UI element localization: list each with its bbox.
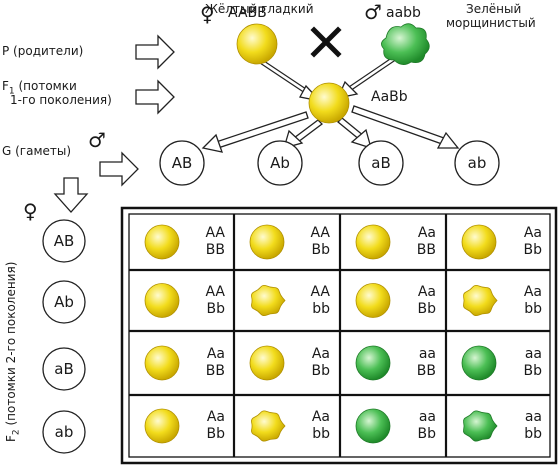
genotype-r1-c3-b: BB (416, 242, 436, 258)
genotype-r4-c2-b: bb (312, 426, 330, 442)
genotype-r2-c3-a: Aa (417, 283, 436, 300)
genotype-r3-c4-a: aa (524, 346, 542, 362)
genotype-r1-c1-a: AA (205, 225, 225, 241)
male-parent-genotype: aabb (386, 5, 421, 21)
male-parent-description-1: Зелёный (466, 2, 522, 16)
genotype-r4-c3-a: aa (418, 409, 436, 425)
genotype-r4-c3-b: Bb (417, 426, 437, 442)
pea-r4-c1 (144, 408, 180, 444)
genotype-r4-c1-b: Bb (206, 426, 226, 442)
pea-r3-c2 (249, 345, 285, 381)
female-parent-pea (236, 23, 278, 65)
genotype-r4-c4-a: aa (524, 409, 542, 425)
p-row-label: P (родители) (2, 44, 84, 58)
male-parent-pea (381, 23, 430, 65)
g-row-label: G (гаметы) (2, 144, 72, 158)
female-gamete-3: aB (54, 360, 74, 378)
genotype-r3-c3-a: aa (418, 346, 436, 362)
punnett-grid (120, 206, 558, 465)
male-symbol-gametes: ♂ (88, 128, 106, 152)
pea-r1-c4 (461, 224, 497, 260)
male-gamete-2: Ab (270, 154, 290, 172)
pea-r3-c4 (461, 345, 497, 381)
pea-r3-c3 (355, 345, 391, 381)
genotype-r3-c4-b: Bb (523, 363, 543, 379)
f1-pea (308, 82, 350, 124)
genotype-r2-c4-a: Aa (523, 283, 542, 300)
f1-row-label: F1 (потомки (2, 79, 77, 97)
genotype-r3-c2-a: Aa (311, 346, 330, 362)
genotype-r3-c1-b: BB (205, 363, 225, 379)
pea-r1-c3 (355, 224, 391, 260)
pea-r4-c2 (251, 410, 286, 442)
pea-r2-c4 (463, 284, 498, 317)
genotype-r1-c3-a: Aa (417, 225, 436, 241)
pea-r2-c1 (144, 283, 180, 318)
female-gamete-1: AB (53, 232, 75, 250)
pea-r4-c3 (355, 408, 391, 444)
genotype-r1-c2-a: AA (310, 225, 330, 241)
genotype-r4-c1-a: Aa (206, 409, 225, 425)
cross-sign (310, 26, 342, 58)
genotype-r1-c4-b: Bb (523, 242, 543, 258)
f2-row-label: F2 (потомки 2-го поколения) (4, 261, 22, 442)
genotype-r3-c2-b: Bb (311, 363, 331, 379)
pea-r2-c3 (355, 283, 391, 318)
female-symbol-parent: ♀ (200, 2, 215, 26)
pea-r4-c4 (463, 410, 498, 442)
pea-r1-c1 (144, 224, 180, 260)
down-arrow (53, 177, 89, 213)
pea-r3-c1 (144, 345, 180, 381)
p-row-arrow (135, 34, 175, 70)
female-symbol-gametes: ♀ (23, 199, 38, 223)
genotype-r4-c2-a: Aa (311, 409, 330, 425)
genotype-r2-c3-b: Bb (417, 300, 437, 317)
genotype-r3-c1-a: Aa (206, 346, 225, 362)
genotype-r2-c4-b: bb (524, 300, 542, 317)
male-symbol-parent: ♂ (364, 0, 382, 24)
genotype-r2-c1-a: AA (205, 283, 225, 300)
genotype-r2-c2-b: bb (312, 300, 330, 317)
genotype-r2-c1-b: Bb (206, 300, 226, 317)
female-parent-genotype: AABB (228, 5, 267, 21)
genotype-r1-c2-b: Bb (311, 242, 331, 258)
male-parent-description-2: морщинистый (446, 16, 536, 30)
genotype-r1-c1-b: BB (205, 242, 225, 258)
pea-r2-c2 (251, 284, 286, 317)
f1-genotype: AaBb (371, 89, 408, 105)
male-gamete-3: aB (371, 154, 391, 172)
genotype-r1-c4-a: Aa (523, 225, 542, 241)
female-parent-description: Жёлтый гладкий (205, 2, 314, 16)
genotype-r4-c4-b: bb (524, 426, 542, 442)
female-gamete-4: ab (54, 423, 74, 441)
pea-r1-c2 (249, 224, 285, 260)
male-gamete-1: AB (171, 154, 193, 172)
f1-row-label-2: 1-го поколения) (10, 93, 112, 107)
male-gamete-4: ab (467, 154, 487, 172)
genotype-r2-c2-a: AA (310, 283, 330, 300)
f1-row-arrow (135, 79, 175, 115)
g-row-arrow (99, 151, 139, 187)
genotype-r3-c3-b: BB (416, 363, 436, 379)
female-gamete-2: Ab (54, 293, 74, 311)
